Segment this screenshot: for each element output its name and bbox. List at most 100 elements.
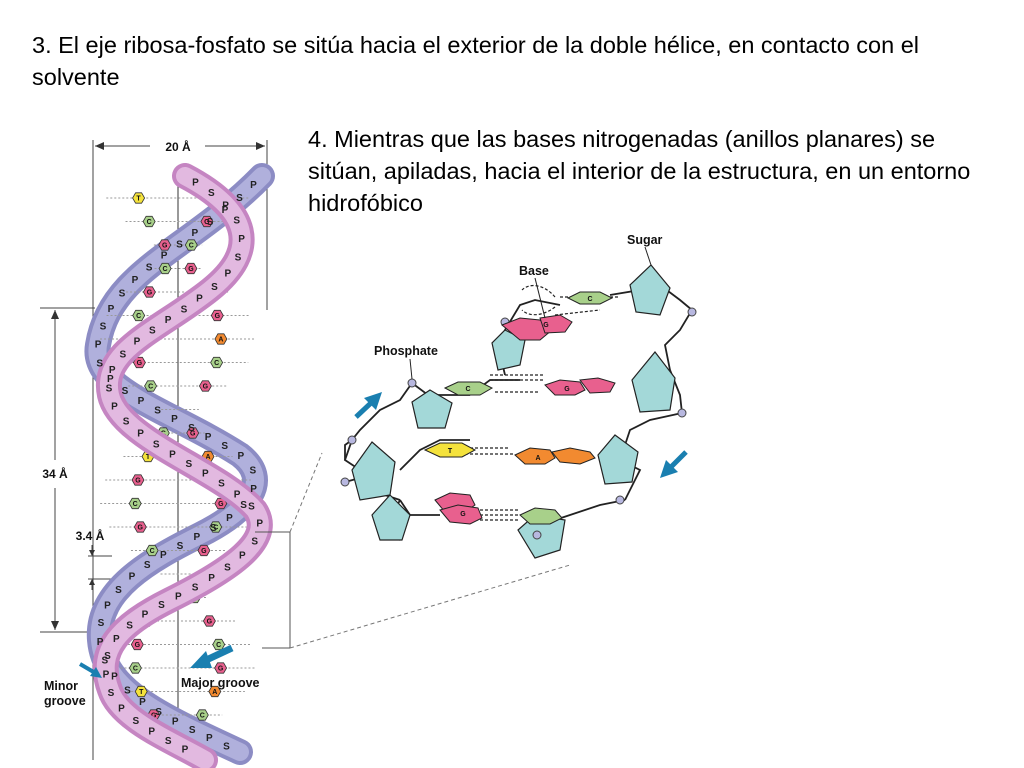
base-3-left-letter: T <box>448 448 453 455</box>
major-groove-label: Major groove <box>181 676 260 690</box>
backbone-letter: S <box>208 188 215 199</box>
phosphates <box>340 307 697 540</box>
backbone-letter: P <box>109 365 116 376</box>
base-hexagon <box>128 662 142 674</box>
base-hexagon <box>132 309 146 322</box>
backbone-letter: S <box>251 536 258 547</box>
sugar-6 <box>597 434 639 485</box>
sugar-7 <box>371 494 411 541</box>
base-letter: G <box>151 713 157 720</box>
phosphate-leader <box>409 358 413 380</box>
backbone-letter: P <box>113 634 120 645</box>
sugar-3 <box>411 389 453 429</box>
base-letter: A <box>212 689 217 696</box>
backbone-letter: P <box>160 550 167 561</box>
backbone-letter: P <box>234 489 241 500</box>
backbone-letter: S <box>165 736 172 747</box>
backbone-letter: S <box>236 193 243 204</box>
phosphate-label: Phosphate <box>374 344 438 358</box>
backbone-letter: S <box>115 585 122 596</box>
base-letter: T <box>146 454 151 461</box>
backbone-letter: P <box>224 268 231 279</box>
base-hexagon <box>128 497 142 510</box>
backbone-letter: P <box>175 591 182 602</box>
base-hexagon <box>200 215 214 228</box>
sugar-1 <box>629 264 671 316</box>
backbone-letter: S <box>155 707 162 718</box>
base-letter: G <box>137 360 143 367</box>
base-hexagon <box>142 286 156 298</box>
backbone-letter: S <box>100 321 107 332</box>
backbone-letter: P <box>95 340 102 351</box>
base-1-left-letter: G <box>543 322 549 329</box>
base-hexagon <box>133 521 147 533</box>
base-letter: C <box>189 243 194 250</box>
backbone-letter: S <box>233 216 240 227</box>
backbone-letter: S <box>221 441 228 452</box>
backbone-letter: S <box>218 479 225 490</box>
backbone-letter: S <box>223 741 230 752</box>
backbone-letter: P <box>169 450 176 461</box>
base-hexagon <box>209 521 223 533</box>
backbone-letter: S <box>235 252 242 263</box>
backbone-letter: S <box>126 621 133 632</box>
minor-groove-arrow <box>78 662 102 678</box>
backbone-letter: P <box>104 600 111 611</box>
backbone-letter: P <box>222 200 229 211</box>
backbone-letter: S <box>108 688 115 699</box>
backbone-letter: P <box>132 275 139 286</box>
backbone-letter: P <box>171 414 178 425</box>
base-1-right-letter: C <box>587 296 592 303</box>
backbone-letter: S <box>119 289 126 300</box>
base-hexagon <box>130 638 144 651</box>
zoom-line-top <box>289 452 323 533</box>
backbone-letter: P <box>111 672 118 683</box>
backbone-letter: P <box>172 716 179 727</box>
zoom-line-bottom <box>289 564 571 649</box>
backbone-letter: S <box>153 440 160 451</box>
base-pair-4: G <box>434 492 563 525</box>
sugars <box>351 264 676 559</box>
backbone-letter: P <box>250 484 257 495</box>
base-hexagon <box>210 309 224 322</box>
base-hexagon <box>184 262 198 275</box>
base-letter: G <box>207 619 213 626</box>
minor-groove-label: Minor groove <box>44 679 86 708</box>
backbone-letter: S <box>211 282 218 293</box>
base-letter: T <box>139 689 144 696</box>
base-letter: C <box>163 266 168 273</box>
backbone-letter: S <box>98 618 105 629</box>
backbone-letter: S <box>104 651 111 662</box>
base-hexagon <box>214 333 228 345</box>
base-hexagon <box>134 685 148 698</box>
minor-groove-label-line-1: Minor <box>44 679 78 693</box>
backbone-letter: P <box>129 572 136 583</box>
base-2-right-letter: G <box>564 386 570 393</box>
backbone-letter: S <box>240 500 247 511</box>
base-hexagon <box>131 474 145 486</box>
sugar-leader <box>644 246 652 266</box>
base-letter: C <box>148 384 153 391</box>
base-letter: G <box>147 290 153 297</box>
backbone-letter: P <box>161 251 168 262</box>
base-hexagon <box>186 427 200 439</box>
backbone-letter: P <box>193 532 200 543</box>
helix-rise-label: 3.4 Å <box>76 528 105 543</box>
sugar-5 <box>351 441 396 501</box>
backbone-letter: S <box>192 582 199 593</box>
backbone-letter: P <box>148 726 155 737</box>
backbone-letter: P <box>206 733 213 744</box>
base-letter: C <box>136 313 141 320</box>
point-3-text: 3. El eje ribosa-fosfato se sitúa hacia … <box>32 32 919 90</box>
base-hexagon <box>145 544 159 557</box>
backbone-letter: P <box>142 609 149 620</box>
backbone-letter: P <box>192 177 199 188</box>
backbone-letter: P <box>97 637 104 648</box>
backbone-letter: P <box>111 402 118 413</box>
base-hexagon <box>195 709 209 721</box>
helix-width-label: 20 Å <box>165 139 191 154</box>
base-hexagon <box>132 192 146 204</box>
base-pair-2: C G <box>443 377 616 396</box>
base-letter: G <box>218 666 224 673</box>
